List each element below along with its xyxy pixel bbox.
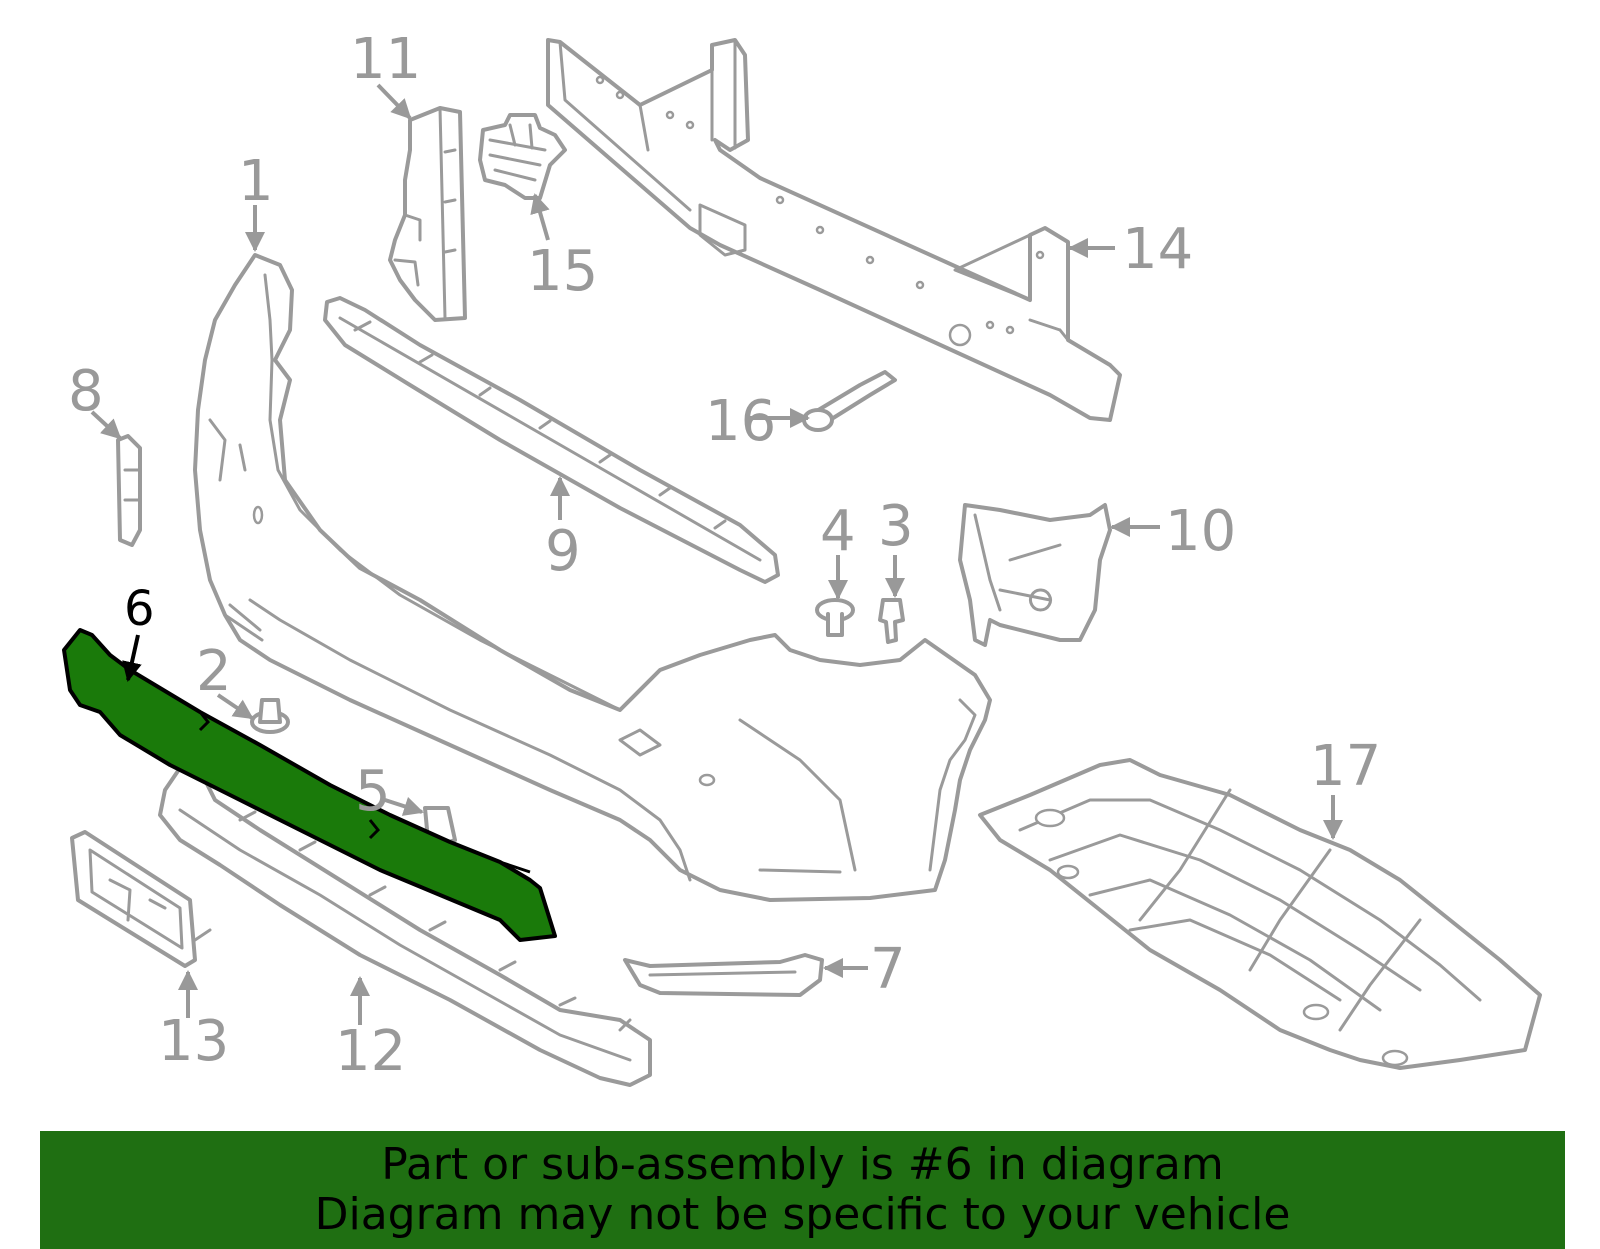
callout-6: 6 [124,581,155,637]
part-12-absorber [158,758,652,1087]
part-13-license-bracket [70,830,212,968]
part-6-lower-trim-highlighted [62,628,557,942]
part-4-clip [815,598,855,637]
part-10-side-bracket [958,503,1112,647]
part-14-reinforcement-beam [546,38,1122,422]
banner-line-1: Part or sub-assembly is #6 in diagram [381,1139,1224,1190]
part-1-bumper-cover [193,253,992,902]
callout-4: 4 [820,499,856,564]
callout-17: 17 [1310,734,1381,799]
info-banner: Part or sub-assembly is #6 in diagram Di… [40,1131,1565,1249]
part-15-bracket [478,113,567,200]
part-17-undercover [978,758,1542,1070]
part-16-tow-hook [802,370,897,432]
callout-8: 8 [68,359,104,424]
callout-7: 7 [870,937,906,1002]
callout-14: 14 [1122,217,1193,282]
part-2-clip [250,698,290,734]
banner-line-2: Diagram may not be specific to your vehi… [314,1189,1291,1240]
part-7-trim [623,953,824,997]
part-9-grille [323,296,780,584]
leaders [90,83,1343,1025]
callout-5: 5 [355,759,391,824]
callout-1: 1 [238,149,274,214]
callout-12: 12 [335,1019,406,1084]
callout-9: 9 [545,519,581,584]
part-8-bracket [116,434,142,547]
callout-10: 10 [1165,499,1236,564]
callout-labels: 1 11 15 14 8 9 16 4 3 10 6 2 5 17 7 13 1… [68,27,1381,1084]
part-11-side-bracket [388,106,467,322]
callout-16: 16 [705,389,776,454]
part-3-clip [878,598,905,644]
callout-13: 13 [158,1009,229,1074]
callout-15: 15 [527,239,598,304]
callout-3: 3 [878,494,914,559]
callout-11: 11 [350,27,421,92]
callout-2: 2 [196,639,232,704]
